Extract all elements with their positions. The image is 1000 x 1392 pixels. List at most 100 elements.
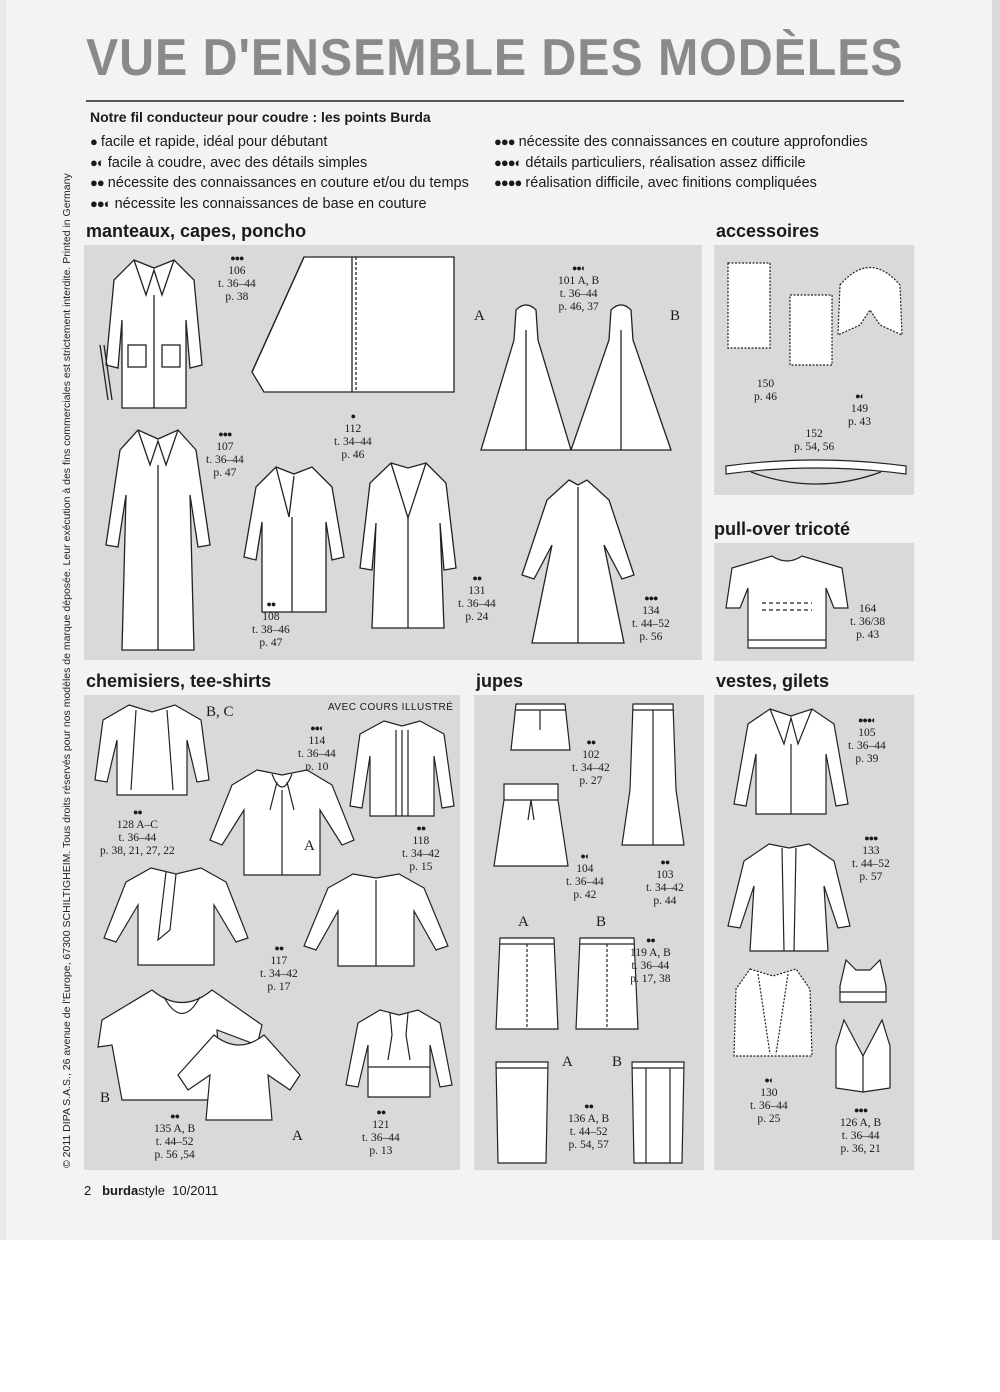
model-page: p. 47 xyxy=(259,637,283,649)
course-note: AVEC COURS ILLUSTRÉ xyxy=(328,702,454,713)
page-edge xyxy=(992,0,1000,1240)
difficulty-dots: ●● xyxy=(266,599,276,609)
variant-letter: B xyxy=(100,1090,111,1106)
model-page: p. 43 xyxy=(848,416,871,428)
model-page: p. 10 xyxy=(305,761,329,773)
model-size: t. 38–46 xyxy=(252,624,290,636)
model-number: 103 xyxy=(656,869,674,881)
vest-130-sketch xyxy=(728,964,818,1064)
model-number: 105 xyxy=(858,727,876,739)
legend-text: nécessite des connaissances en couture e… xyxy=(107,175,469,191)
skirt-102-sketch xyxy=(508,700,573,755)
section-heading-jackets: vestes, gilets xyxy=(716,671,830,691)
difficulty-dots: ●●● xyxy=(230,253,244,263)
variant-letter: B xyxy=(670,308,681,324)
blouse-121-sketch xyxy=(340,1005,458,1105)
coat-106-sketch xyxy=(94,250,214,415)
difficulty-dots: ●● xyxy=(472,573,482,583)
section-heading-coats: manteaux, capes, poncho xyxy=(86,221,307,241)
model-number: 164 xyxy=(858,603,877,615)
legend-text: facile à coudre, avec des détails simple… xyxy=(107,154,368,171)
section-heading-accessories: accessoires xyxy=(716,221,820,241)
coat-107-sketch xyxy=(98,425,218,657)
model-page: p. 44 xyxy=(653,895,677,907)
model-number: 134 xyxy=(642,605,660,617)
model-size: t. 44–52 xyxy=(852,858,890,870)
model-number: 118 xyxy=(412,835,430,847)
model-size: t. 36–44 xyxy=(298,748,336,760)
model-page: p. 39 xyxy=(855,753,879,765)
page-title: VUE D'ENSEMBLE DES MODÈLES xyxy=(86,29,904,87)
model-size: t. 36–44 xyxy=(631,960,670,972)
legend-item: ●●●nécessite des connaissances en coutur… xyxy=(494,132,868,153)
model-size: t. 36–44 xyxy=(848,740,886,752)
model-size: t. 36–44 xyxy=(559,288,598,300)
model-number: 102 xyxy=(582,749,600,761)
difficulty-dots: ●●● xyxy=(218,429,232,439)
page-shadow-left xyxy=(0,0,6,1250)
model-page: p. 54, 56 xyxy=(794,441,835,453)
model-size: t. 36–44 xyxy=(362,1132,400,1144)
blouse-114-sketch xyxy=(346,716,458,824)
difficulty-dots: ●●◐ xyxy=(310,723,324,733)
section-heading-blouses: chemisiers, tee-shirts xyxy=(86,671,272,691)
skirt-136b-sketch xyxy=(624,1058,692,1168)
model-size: t. 36/38 xyxy=(850,616,886,628)
variant-letter: A xyxy=(304,838,315,854)
model-number: 126 A, B xyxy=(840,1117,882,1129)
model-number: 150 xyxy=(756,378,775,390)
model-number: 117 xyxy=(270,955,288,967)
model-size: t. 34–42 xyxy=(572,762,610,774)
legend-left: ●facile et rapide, idéal pour débutant ●… xyxy=(90,132,469,214)
skirt-136a-sketch xyxy=(488,1058,556,1168)
model-size: t. 36–44 xyxy=(206,454,244,466)
shirt-135a-sketch xyxy=(174,1030,304,1125)
jacket-105-sketch xyxy=(728,704,854,822)
legend-item: ●●●◐détails particuliers, réalisation as… xyxy=(494,153,868,174)
difficulty-dots: ●●●● xyxy=(494,175,522,190)
model-page: p. 38, 21, 27, 22 xyxy=(100,845,175,857)
difficulty-dots: ●◐ xyxy=(855,391,865,401)
difficulty-dots: ●● xyxy=(90,175,105,190)
skirt-104-sketch xyxy=(490,780,572,870)
model-size: t. 34–42 xyxy=(402,848,440,860)
legend-text: détails particuliers, réalisation assez … xyxy=(525,154,806,171)
model-page: p. 24 xyxy=(465,611,489,623)
variant-letter: B xyxy=(612,1054,623,1070)
model-number: 101 A, B xyxy=(558,275,600,287)
difficulty-dots: ●● xyxy=(132,807,143,817)
model-number: 136 A, B xyxy=(568,1113,610,1125)
page-footer: 2 burdastyle 10/2011 xyxy=(84,1183,218,1198)
difficulty-dots: ●●◐ xyxy=(90,195,112,211)
legend-heading: Notre fil conducteur pour coudre : les p… xyxy=(90,109,431,125)
model-size: t. 36–44 xyxy=(566,876,604,888)
difficulty-dots: ●◐ xyxy=(580,851,590,861)
brand-name-bold: burda xyxy=(102,1183,139,1198)
legend-right: ●●●nécessite des connaissances en coutur… xyxy=(494,132,868,194)
model-number: 135 A, B xyxy=(154,1123,196,1135)
model-page: p. 43 xyxy=(856,629,880,641)
model-number: 106 xyxy=(228,265,246,277)
difficulty-dots: ●● xyxy=(645,935,656,945)
model-size: t. 36–44 xyxy=(841,1130,880,1142)
model-number: 131 xyxy=(468,585,486,597)
model-page: p. 54, 57 xyxy=(568,1139,609,1151)
skirt-119a-sketch xyxy=(492,934,562,1034)
model-page: p. 46 xyxy=(341,449,365,461)
model-page: p. 27 xyxy=(579,775,603,787)
difficulty-dots: ●◐ xyxy=(764,1075,774,1085)
difficulty-dots: ● xyxy=(350,411,356,421)
